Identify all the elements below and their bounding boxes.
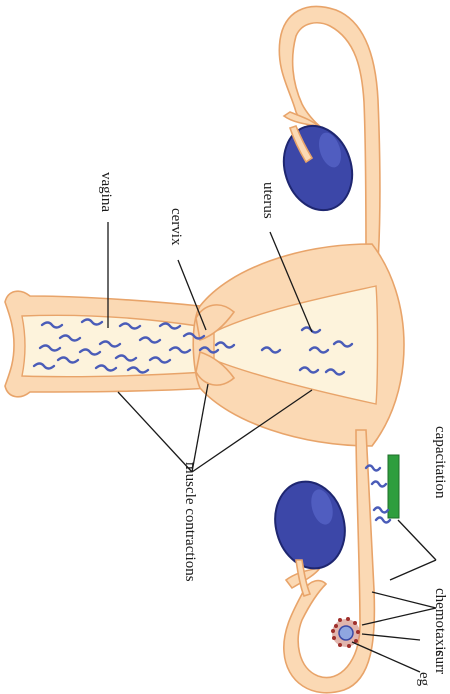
sperm-cervix	[198, 341, 236, 354]
capacitation-label: capacitation	[432, 426, 448, 499]
cervix-upper-lip	[195, 304, 236, 342]
sperm-vagina	[32, 318, 206, 374]
cervix-leader	[177, 259, 207, 331]
cervix-lower-lip	[195, 350, 236, 386]
cumulus-dots	[331, 617, 360, 648]
capacitation-bar	[387, 454, 400, 519]
chemotaxis-leader-3	[371, 591, 437, 609]
current-leader	[361, 633, 421, 641]
chemotaxis-leader-4	[361, 607, 437, 626]
muscle-contractions-label: muscle contractions	[182, 462, 198, 582]
uterus-label: uterus	[260, 182, 276, 219]
muscle-leader-1	[117, 391, 193, 473]
egg-cell	[338, 625, 354, 641]
upper-ovary-ligament	[288, 125, 314, 164]
egg-leader	[351, 641, 421, 673]
lower-ovary-ligament	[295, 559, 312, 597]
current-label: curr	[432, 650, 448, 674]
chemotaxis-leader-1	[397, 519, 437, 561]
uterus-leader	[269, 231, 313, 333]
lower-ovary	[274, 480, 346, 570]
lower-oviduct	[283, 429, 376, 694]
chemotaxis-label: chemotaxis	[432, 588, 448, 656]
upper-ovary-highlight	[318, 132, 342, 168]
muscle-leader-3	[191, 389, 313, 473]
sperm-uterus	[260, 326, 354, 376]
lower-ovary-highlight	[311, 489, 333, 525]
sperm-oviduct	[364, 464, 392, 524]
cervix-label: cervix	[168, 208, 184, 246]
muscle-leader-2	[191, 383, 209, 473]
vagina-label: vagina	[98, 172, 114, 212]
leader-lines	[107, 222, 437, 673]
chemotaxis-leader-2	[389, 559, 437, 581]
egg-label: eg	[416, 672, 432, 687]
upper-ovary	[282, 124, 354, 212]
